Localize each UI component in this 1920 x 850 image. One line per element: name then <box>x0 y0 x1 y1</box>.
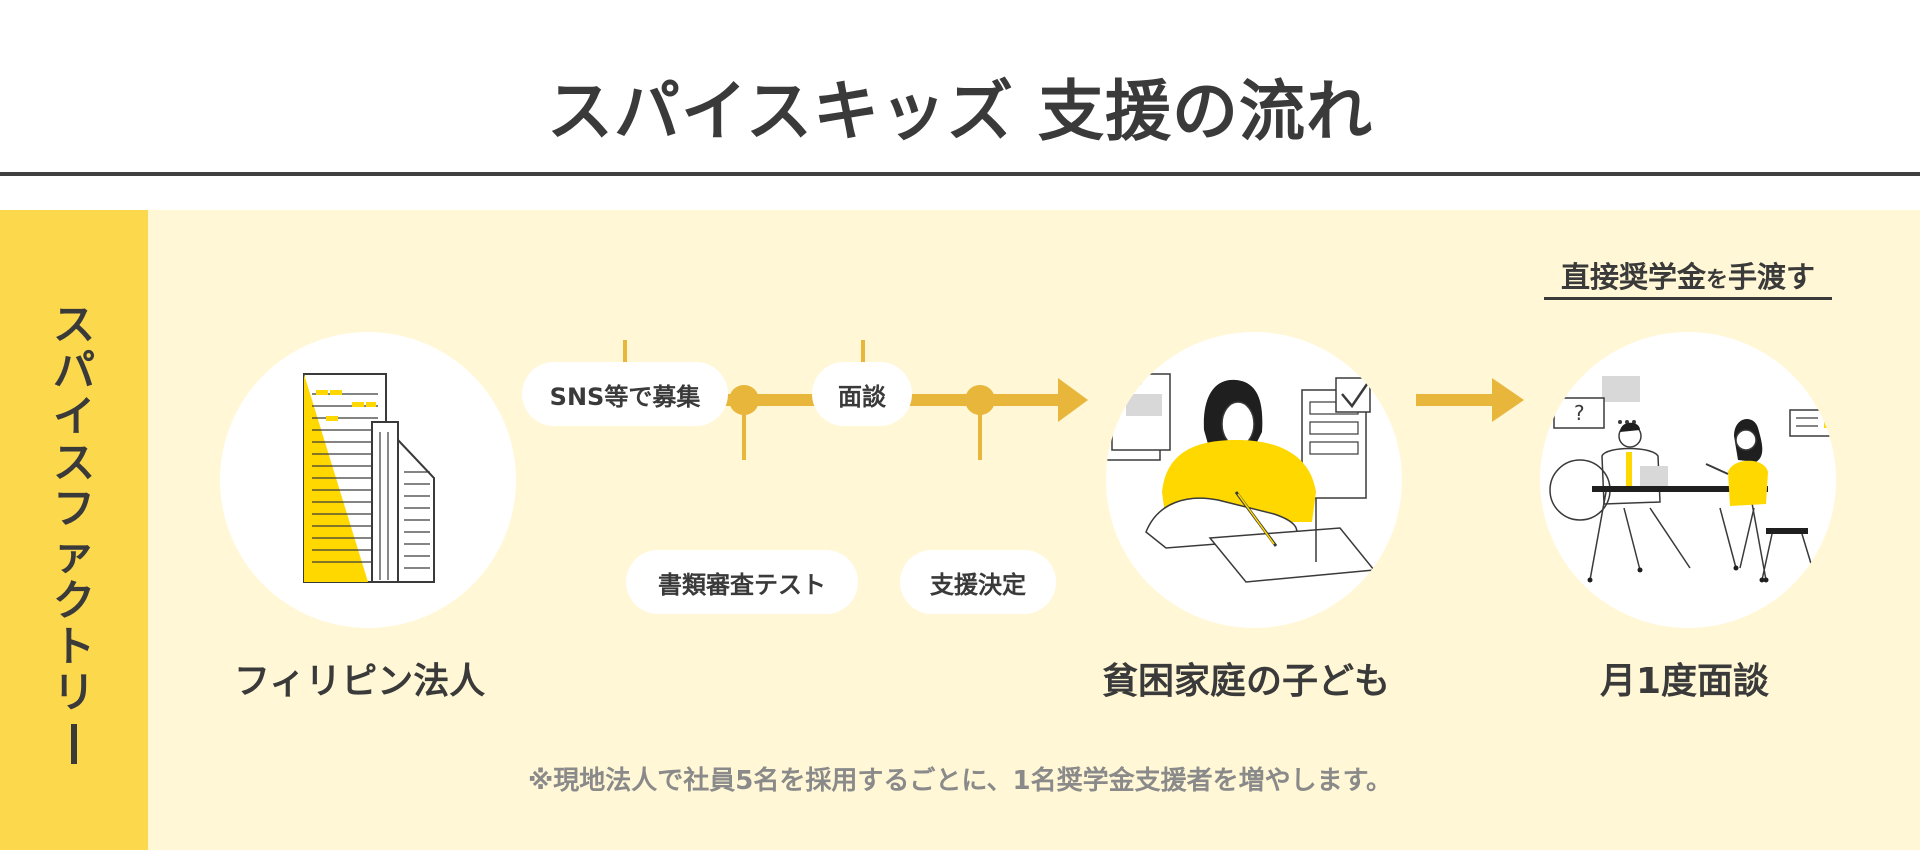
arrow-to-meeting-bar <box>1416 394 1496 406</box>
handover-underline <box>1544 297 1832 300</box>
side-label-char: ト <box>52 622 95 671</box>
side-label-char: ク <box>52 576 95 625</box>
handover-particle: を <box>1705 268 1728 293</box>
step-decision: 支援決定 <box>900 550 1056 614</box>
office-building-icon <box>303 373 435 583</box>
stage-label-meeting: 月1度面談 <box>1600 661 1770 702</box>
footnote: ※現地法人で社員5名を採用するごとに、1名奨学金支援者を増やします。 <box>527 766 1393 796</box>
side-label-char: パ <box>52 346 95 395</box>
company-circle <box>220 332 516 628</box>
step-screening: 書類審査テスト <box>626 550 858 614</box>
svg-text:?: ? <box>1574 401 1585 425</box>
side-label-char: ァ <box>52 530 95 579</box>
side-label-char: イ <box>52 392 95 441</box>
stage-label-company: フィリピン法人 <box>234 661 486 702</box>
side-label: ス パ イ ス フ ァ ク ト リ <box>0 302 148 764</box>
meeting-circle: ? <box>1540 332 1836 628</box>
timeline-arrowhead <box>1058 378 1088 422</box>
child-circle <box>1106 332 1402 628</box>
stage-label-child: 貧困家庭の子ども <box>1102 661 1391 702</box>
side-label-long-vowel-mark <box>71 724 77 764</box>
side-label-char: フ <box>52 484 95 533</box>
side-label-char: ス <box>52 438 95 487</box>
handover-main: 直接奨学金 <box>1560 260 1706 294</box>
side-band: ス パ イ ス フ ァ ク ト リ <box>0 210 148 850</box>
monthly-meeting-illustration: ? <box>1549 376 1836 583</box>
handover-note: 直接奨学金を手渡す <box>1544 254 1832 296</box>
studying-child-illustration <box>1106 367 1380 583</box>
step-dot-decision <box>965 385 995 415</box>
step-interview: 面談 <box>812 362 912 426</box>
side-label-char: ス <box>52 300 95 349</box>
step-recruit: SNS等で募集 <box>522 362 728 426</box>
side-label-char: リ <box>52 668 95 717</box>
connector-decision <box>978 402 982 460</box>
arrow-to-meeting-head <box>1492 378 1524 422</box>
handover-tail: 手渡す <box>1728 260 1816 294</box>
flow-panel: ス パ イ ス フ ァ ク ト リ <box>0 210 1920 850</box>
page-title: スパイスキッズ 支援の流れ <box>547 73 1373 150</box>
connector-screening <box>742 402 746 460</box>
title-divider <box>0 172 1920 176</box>
step-dot-screening <box>729 385 759 415</box>
